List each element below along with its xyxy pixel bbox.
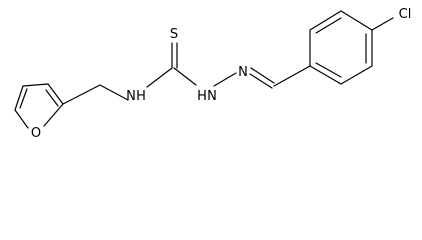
benzene-bond-2 [309,10,342,31]
bond-nh-n [213,72,237,87]
furan-ring [14,83,64,129]
furan-bond-c3-c2 [47,83,64,105]
bond-n-ch-2 [250,67,275,84]
amine-h-label: H [136,89,146,104]
bond-ch-ring [273,65,311,87]
bond-n-ch-1 [249,73,273,89]
amine-n-label: N [126,89,136,104]
benzene-ring [309,10,394,85]
atom-labels: O N H S H N N Cl [31,7,411,141]
furan-bond-o-c5 [14,109,29,129]
oxygen-label: O [31,126,41,141]
bond-c-nh2 [173,67,197,86]
hydrazine-h-label: H [197,89,207,104]
benzene-bond-6 [309,65,342,85]
chlorine-label: Cl [399,7,412,22]
furan-bond-c5-c4 [14,85,24,111]
benzene-inner-bond-3 [315,62,342,78]
bond-furan-ch2 [62,84,101,105]
benzene-bond-3 [340,10,373,31]
furan-bond-c5-c4-inner [19,88,28,109]
molecule-structure: O N H S H N N Cl [14,7,411,141]
chain-bonds [62,42,311,105]
structure-canvas: O N H S H N N Cl [14,7,411,141]
sulfur-label: S [170,27,178,42]
benzene-bond-5 [340,65,373,85]
hydrazine-n-label: N [207,89,217,104]
bond-nh-c [146,67,173,88]
furan-bond-c2-o [43,103,64,127]
furan-bond-c4-c3 [22,83,49,87]
bond-ring-cl [371,17,394,31]
bond-ch2-nh [99,84,129,101]
imine-n-label: N [238,65,248,80]
furan-bond-c3-c2-inner [45,89,59,107]
benzene-inner-bond-1 [315,17,342,34]
